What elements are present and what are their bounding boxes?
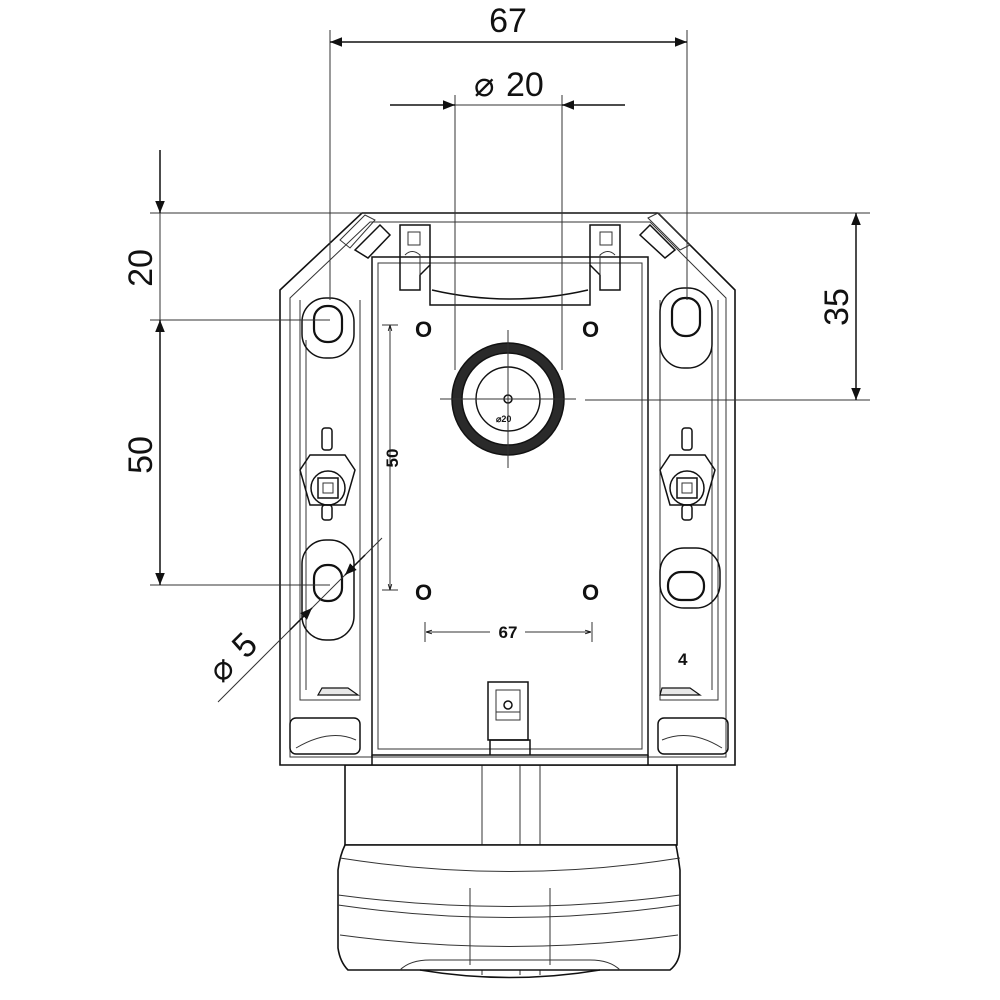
dimension-inner-vertical: 50	[382, 324, 402, 591]
dimension-right-height-label: 35	[818, 288, 856, 326]
center-mark-top-left: O	[415, 317, 432, 342]
dimension-left-lower: 50	[122, 320, 330, 586]
dimension-inner-horizontal: 67	[424, 622, 593, 642]
part-number: 4	[678, 650, 688, 669]
slot-top-left	[301, 297, 355, 359]
dimension-top-diameter: ⌀ 20	[390, 66, 625, 370]
dimension-top-diameter-label: 20	[506, 66, 544, 104]
slot-top-right	[659, 287, 713, 369]
cable-gland: ⌀20	[440, 330, 576, 468]
dimension-left-lower-label: 50	[122, 436, 160, 474]
dimension-inner-vertical-label: 50	[383, 449, 402, 468]
dimension-top-width-label: 67	[489, 2, 527, 40]
slot-bottom-right	[659, 547, 721, 609]
dimension-top-diameter-symbol: ⌀	[474, 66, 494, 104]
bottom-latch	[487, 681, 529, 741]
screw-right	[659, 427, 716, 521]
dimension-top-width: 67	[329, 2, 688, 300]
dimension-right-height: 35	[585, 212, 870, 401]
right-rail	[638, 212, 729, 755]
lower-cylinder	[337, 764, 681, 979]
dimension-hole-diameter-label: 5	[225, 625, 265, 665]
center-mark-top-right: O	[582, 317, 599, 342]
left-rail	[289, 214, 392, 755]
top-latch	[399, 224, 621, 306]
center-mark-bottom-right: O	[582, 580, 599, 605]
gland-label: ⌀20	[496, 414, 511, 424]
dimension-left-upper: 20	[122, 150, 362, 321]
dimension-inner-horizontal-label: 67	[499, 623, 518, 642]
center-mark-bottom-left: O	[415, 580, 432, 605]
screw-left	[299, 427, 356, 521]
slot-bottom-left	[301, 539, 355, 641]
dimension-left-upper-label: 20	[122, 249, 160, 287]
